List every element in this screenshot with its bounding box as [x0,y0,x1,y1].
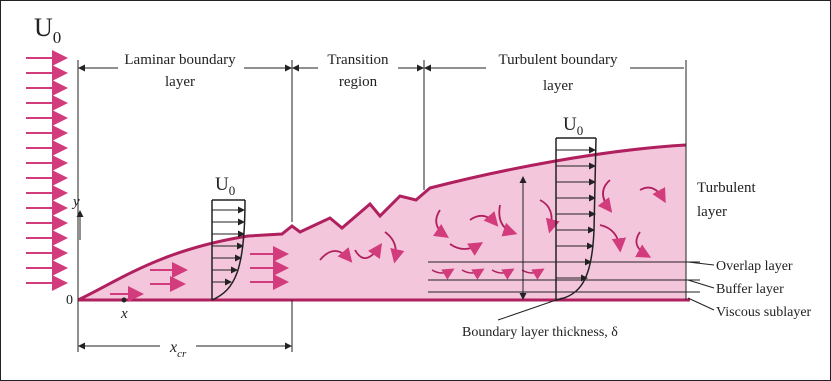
turbulent-region-label-2: layer [543,78,573,94]
x-position-label: x [120,306,128,322]
freestream-arrows [26,58,64,283]
viscous-sublayer-label: Viscous sublayer [716,305,812,320]
x-position-dot [122,298,127,303]
critical-length-label: xcr [169,339,187,360]
boundary-thickness-label: Boundary layer thickness, δ [462,325,618,340]
buffer-layer-label: Buffer layer [716,282,784,297]
laminar-region-label-1: Laminar boundary [124,52,236,68]
laminar-region-label-2: layer [165,74,195,90]
turbulent-layer-label-2: layer [697,204,727,220]
origin-label: 0 [66,293,73,308]
turbulent-layer-label-1: Turbulent [697,180,756,196]
sublayer-leaders [688,262,714,310]
overlap-layer-label: Overlap layer [716,259,793,274]
transition-region-label-2: region [339,74,378,90]
laminar-profile-label: U0 [215,174,235,198]
transition-region-label-1: Transition [327,52,389,68]
turbulent-profile-label: U0 [563,114,583,138]
y-axis-label: y [71,194,80,210]
turbulent-region-label-1: Turbulent boundary [498,52,618,68]
freestream-label: U0 [34,13,61,47]
